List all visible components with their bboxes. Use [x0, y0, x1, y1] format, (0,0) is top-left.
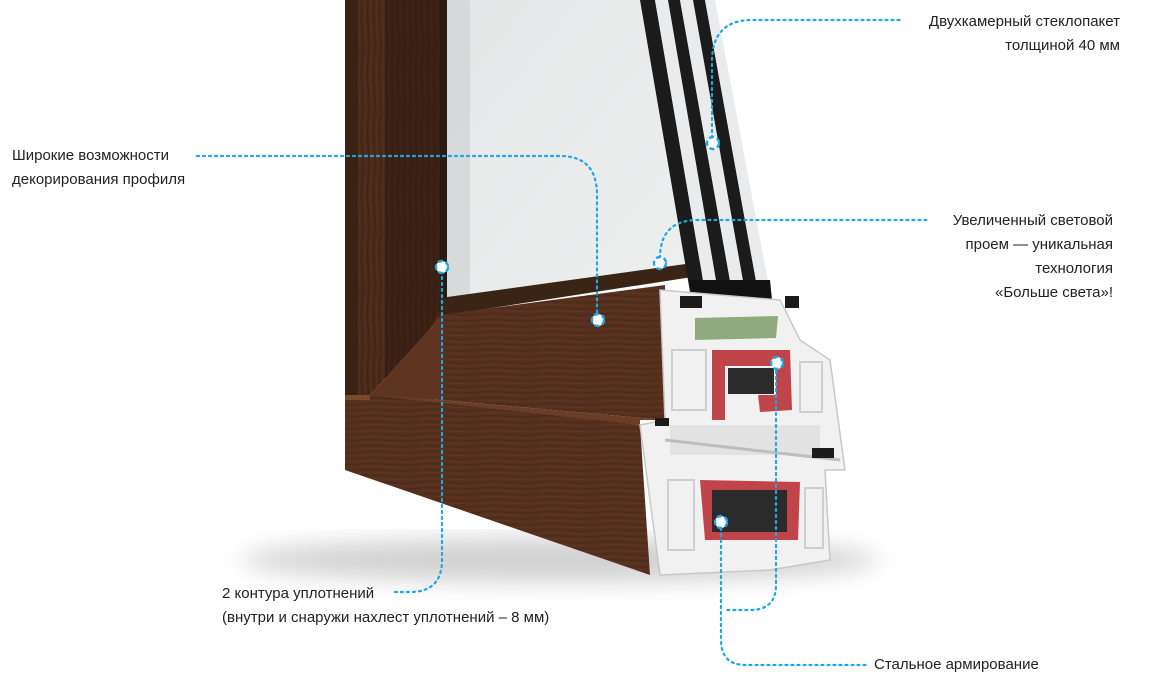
label-light-line-1: Увеличенный световой [952, 212, 1113, 229]
leader-steel [719, 520, 868, 667]
label-light-opening: Увеличенный световой проем — уникальная … [953, 209, 1113, 305]
callout-markers [434, 135, 785, 530]
label-glass-unit-line-2: толщиной 40 мм [1005, 37, 1120, 54]
label-light-line-2: проем — уникальная [965, 236, 1113, 253]
leader-seals-1 [393, 263, 444, 594]
pvc-profile-section [639, 289, 846, 576]
leader-glass [710, 18, 902, 140]
label-light-line-3: технология [1035, 260, 1113, 277]
marker-light-icon [652, 255, 668, 271]
marker-decor-icon [590, 312, 606, 328]
label-steel: Стальное армирование [874, 653, 1039, 677]
marker-seal-outer-icon [769, 355, 785, 371]
label-steel-line-1: Стальное армирование [874, 656, 1039, 673]
label-decor: Широкие возможности декорирования профил… [12, 144, 185, 192]
marker-steel-icon [713, 514, 729, 530]
marker-seal-icon [434, 259, 450, 275]
leader-light [658, 218, 930, 260]
callout-lines [195, 18, 930, 667]
vertical-frame [345, 0, 440, 400]
label-light-line-4: «Больше света»! [994, 284, 1113, 301]
label-decor-line-1: Широкие возможности [12, 147, 170, 164]
label-glass-unit-line-1: Двухкамерный стеклопакет [928, 13, 1120, 30]
label-seals-line-1: 2 контура уплотнений [222, 585, 375, 602]
leader-seals-2 [724, 363, 778, 612]
label-seals: 2 контура уплотнений (внутри и снаружи н… [222, 582, 549, 630]
label-glass-unit: Двухкамерный стеклопакет толщиной 40 мм [929, 10, 1120, 58]
bottom-rail [345, 285, 665, 575]
marker-glass-icon [705, 135, 721, 151]
label-decor-line-2: декорирования профиля [12, 171, 186, 188]
label-seals-line-2: (внутри и снаружи нахлест уплотнений – 8… [222, 609, 550, 626]
